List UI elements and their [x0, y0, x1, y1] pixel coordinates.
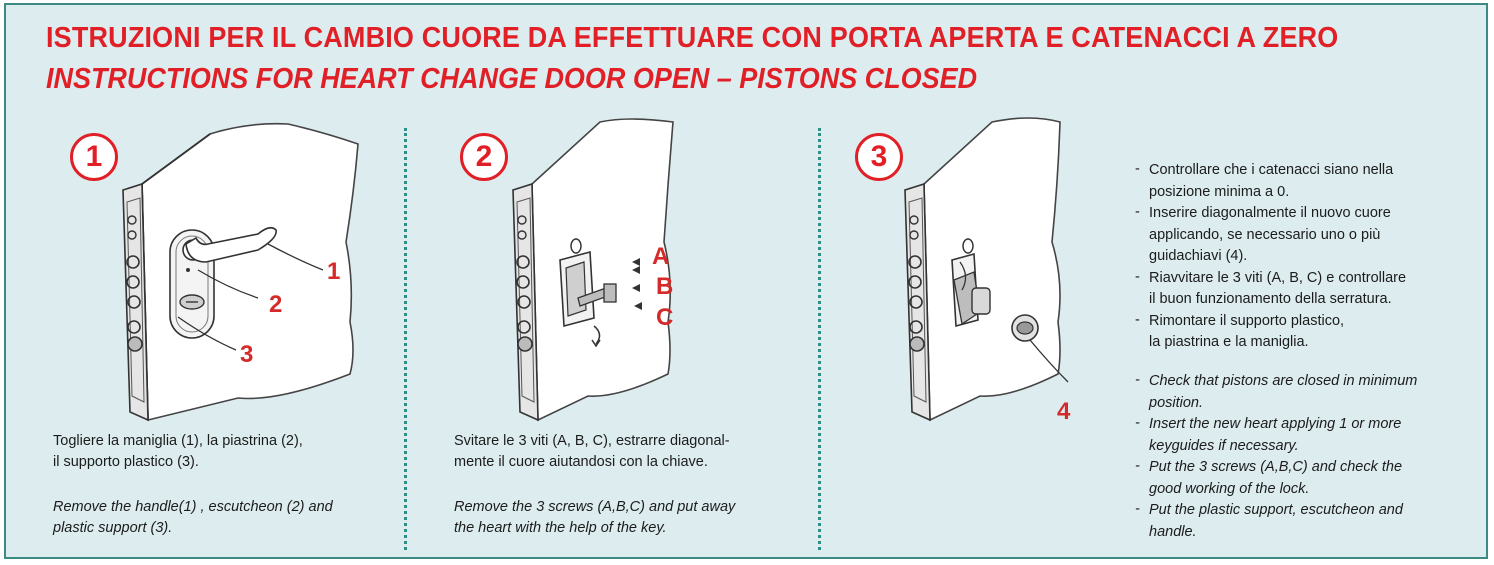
step-2-caption-it: Svitare le 3 viti (A, B, C), estrarre di…	[454, 433, 730, 470]
notes-english: Check that pistons are closed in minimum…	[1135, 370, 1417, 543]
door-handle-illustration	[122, 122, 359, 422]
step-1-caption-it: Togliere la maniglia (1), la piastrina (…	[53, 433, 303, 470]
heart-insert-illustration	[904, 117, 1069, 422]
title-italian: ISTRUZIONI PER IL CAMBIO CUORE DA EFFETT…	[46, 22, 1339, 54]
note-item: Put the 3 screws (A,B,C) and check the g…	[1135, 456, 1417, 500]
note-item: Inserire diagonalmente il nuovo cuore ap…	[1135, 202, 1406, 268]
callout-4: 4	[1057, 398, 1071, 425]
step-1-caption-en: Remove the handle(1) , escutcheon (2) an…	[53, 499, 333, 536]
column-divider	[404, 128, 407, 550]
step-2-badge: 2	[460, 133, 508, 181]
note-item: Check that pistons are closed in minimum…	[1135, 370, 1417, 414]
note-item: Rimontare il supporto plastico, la piast…	[1135, 310, 1406, 354]
callout-b: B	[656, 273, 674, 300]
callout-c: C	[656, 304, 674, 331]
step-3-badge: 3	[855, 133, 903, 181]
note-item: Riavvitare le 3 viti (A, B, C) e control…	[1135, 267, 1406, 311]
callout-a: A	[652, 243, 670, 270]
step-1-badge: 1	[70, 133, 118, 181]
callout-3: 3	[240, 341, 254, 368]
note-item: Controllare che i catenacci siano nella …	[1135, 159, 1406, 203]
notes-italian: Controllare che i catenacci siano nella …	[1135, 159, 1406, 354]
note-item: Insert the new heart applying 1 or more …	[1135, 413, 1417, 457]
callout-1: 1	[327, 258, 341, 285]
lock-cylinder-illustration	[512, 118, 674, 422]
callout-2: 2	[269, 291, 283, 318]
column-divider	[818, 128, 821, 550]
note-item: Put the plastic support, escutcheon and …	[1135, 499, 1417, 543]
step-2-caption-en: Remove the 3 screws (A,B,C) and put away…	[454, 499, 736, 536]
title-english: INSTRUCTIONS FOR HEART CHANGE DOOR OPEN …	[46, 63, 978, 95]
